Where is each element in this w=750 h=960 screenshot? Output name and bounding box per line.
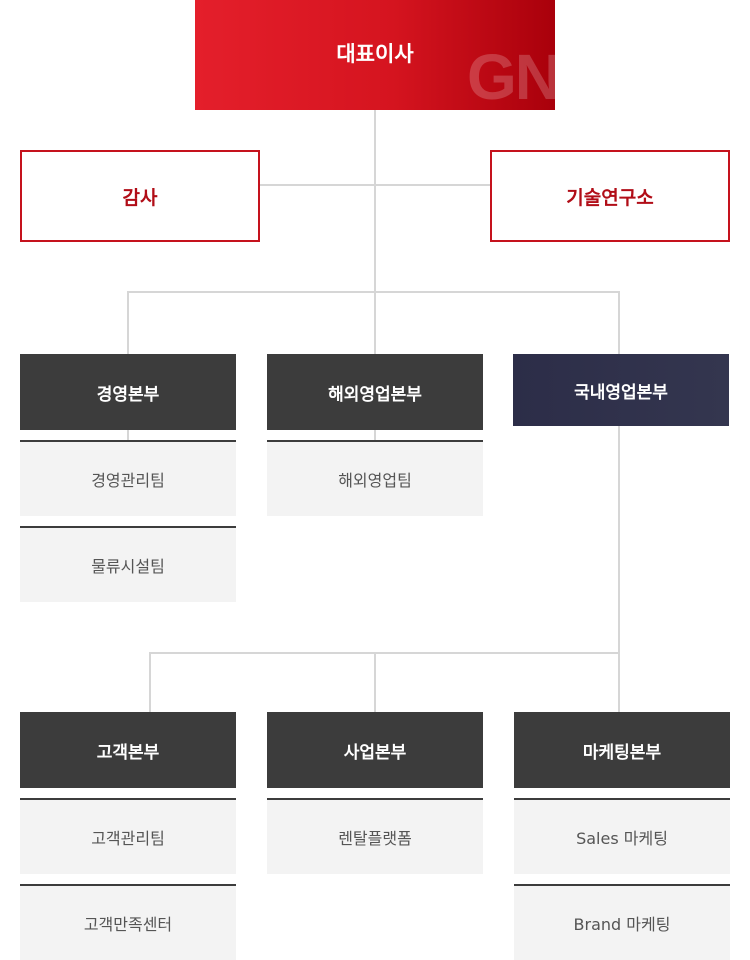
team-label: Sales 마케팅 <box>576 829 668 848</box>
team-management-admin: 경영관리팀 <box>20 440 236 516</box>
connector-to-management <box>127 291 129 354</box>
division-management: 경영본부 <box>20 354 236 430</box>
team-customer-satisfaction-center: 고객만족센터 <box>20 884 236 960</box>
connector-to-business <box>374 652 376 712</box>
division-domestic-sales: 국내영업본부 <box>513 354 729 426</box>
connector-overseas-team <box>374 430 376 440</box>
connector-domestic-trunk <box>618 426 620 712</box>
connector-staff-horizontal <box>260 184 490 186</box>
division-label: 해외영업본부 <box>328 384 422 405</box>
connector-bottom-divisions-bar <box>149 652 620 654</box>
research-lab-label: 기술연구소 <box>566 186 654 209</box>
division-label: 경영본부 <box>96 384 160 405</box>
team-label: 고객관리팀 <box>91 829 165 848</box>
audit-label: 감사 <box>122 186 158 209</box>
division-label: 국내영업본부 <box>574 382 668 403</box>
connector-to-domestic <box>618 291 620 354</box>
team-label: 해외영업팀 <box>338 471 412 490</box>
ceo-label: 대표이사 <box>336 42 414 66</box>
team-label: Brand 마케팅 <box>573 915 671 934</box>
division-label: 사업본부 <box>343 742 407 763</box>
connector-to-customer <box>149 652 151 712</box>
team-overseas-sales: 해외영업팀 <box>267 440 483 516</box>
division-marketing: 마케팅본부 <box>514 712 730 788</box>
team-rental-platform: 렌탈플랫폼 <box>267 798 483 874</box>
division-label: 고객본부 <box>96 742 160 763</box>
team-sales-marketing: Sales 마케팅 <box>514 798 730 874</box>
team-label: 고객만족센터 <box>83 915 173 934</box>
division-business: 사업본부 <box>267 712 483 788</box>
ceo-box: 대표이사 GN <box>195 0 555 110</box>
division-customer: 고객본부 <box>20 712 236 788</box>
team-customer-management: 고객관리팀 <box>20 798 236 874</box>
division-overseas-sales: 해외영업본부 <box>267 354 483 430</box>
division-label: 마케팅본부 <box>582 742 662 763</box>
connector-ceo-trunk <box>374 110 376 292</box>
connector-to-overseas <box>374 291 376 354</box>
team-label: 렌탈플랫폼 <box>338 829 412 848</box>
audit-box: 감사 <box>20 150 260 242</box>
team-brand-marketing: Brand 마케팅 <box>514 884 730 960</box>
connector-top-divisions-bar <box>127 291 620 293</box>
team-label: 물류시설팀 <box>91 557 165 576</box>
gn-watermark: GN <box>467 41 555 110</box>
team-label: 경영관리팀 <box>91 471 165 490</box>
research-lab-box: 기술연구소 <box>490 150 730 242</box>
connector-management-team <box>127 430 129 440</box>
team-logistics-facilities: 물류시설팀 <box>20 526 236 602</box>
